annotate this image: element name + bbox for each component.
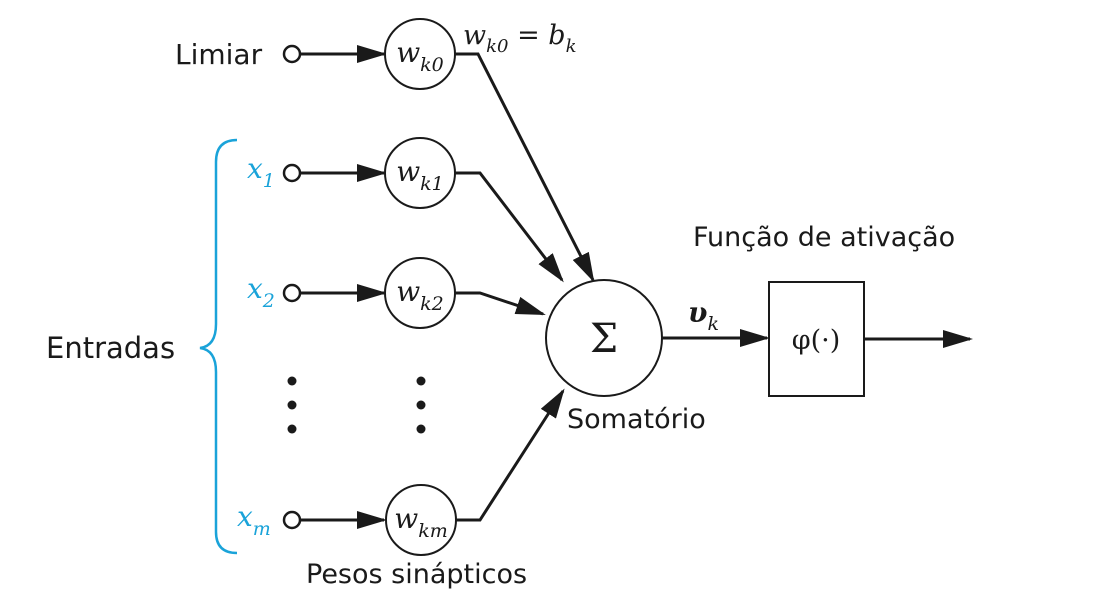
activation-label: Função de ativação — [693, 222, 955, 253]
weight-label-km: wkm — [394, 502, 448, 542]
threshold-input-terminal — [282, 44, 302, 64]
weights-label: Pesos sinápticos — [306, 559, 527, 590]
ellipsis-inputs — [287, 376, 297, 434]
induced-field-label: υk — [688, 296, 719, 335]
input-label-x2: x2 — [247, 272, 275, 312]
connection-km-sum — [456, 388, 565, 522]
threshold-label: Limiar — [175, 38, 263, 71]
inputs-brace — [199, 138, 238, 555]
input-terminal-x2 — [282, 283, 302, 303]
input-terminal-x1 — [282, 163, 302, 183]
activation-function-symbol: φ(·) — [792, 325, 841, 356]
summation-symbol: Σ — [590, 316, 618, 362]
weight-label-k2: wk2 — [396, 275, 444, 315]
bias-equation: wk0 = bk — [463, 20, 577, 57]
inputs-label: Entradas — [46, 331, 175, 365]
activation-function-box — [768, 281, 865, 397]
connection-k1-sum — [455, 171, 564, 283]
input-label-x1: x1 — [247, 152, 275, 192]
connection-k0-sum — [455, 52, 595, 283]
summation-label: Somatório — [567, 404, 706, 435]
ellipsis-weights — [416, 376, 426, 434]
weight-label-k0: wk0 — [396, 36, 444, 76]
input-terminal-xm — [282, 510, 302, 530]
connection-k2-sum — [455, 291, 546, 316]
weight-label-k1: wk1 — [396, 155, 444, 195]
input-label-xm: xm — [237, 500, 271, 540]
